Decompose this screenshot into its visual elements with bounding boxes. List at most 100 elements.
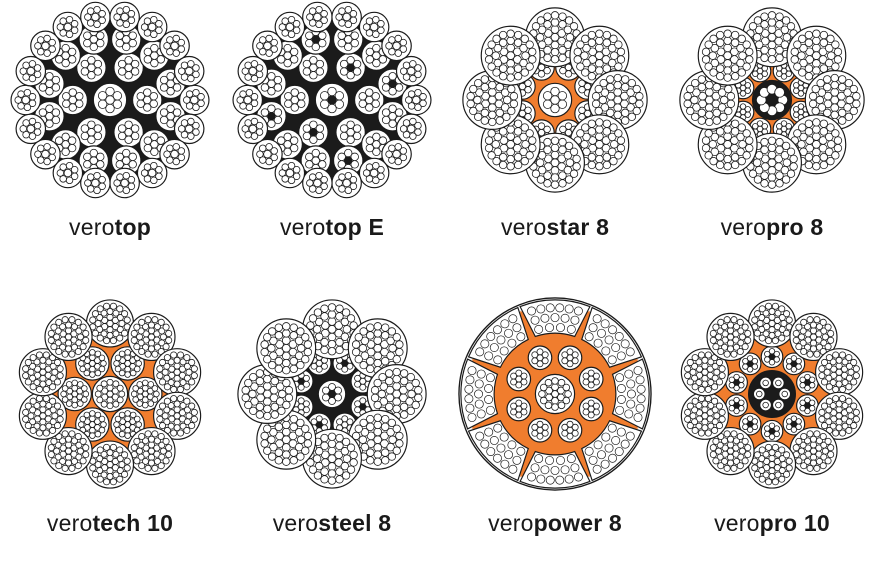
wire — [764, 425, 771, 432]
wire — [120, 178, 129, 188]
wire-dark — [359, 403, 367, 411]
wire — [827, 51, 836, 60]
wire — [536, 420, 544, 428]
wire — [543, 53, 552, 63]
wire — [493, 44, 502, 53]
wire — [65, 30, 74, 39]
wire — [595, 155, 604, 164]
wire — [91, 451, 99, 459]
wire — [484, 395, 494, 404]
wire — [809, 376, 816, 383]
wire — [756, 73, 764, 80]
wire — [510, 408, 517, 416]
wire — [414, 103, 422, 112]
wire — [709, 329, 717, 337]
wire — [21, 95, 30, 105]
wire — [751, 418, 759, 425]
wire — [767, 173, 777, 182]
rope-drawing — [458, 297, 652, 491]
wire — [540, 465, 550, 475]
wire — [627, 79, 636, 88]
wire — [558, 171, 567, 180]
wire — [540, 313, 550, 323]
wire — [312, 325, 322, 334]
wire — [545, 303, 555, 313]
wire — [167, 379, 175, 386]
wire — [379, 382, 388, 391]
wire — [580, 51, 589, 60]
wire — [774, 309, 782, 317]
wire — [707, 402, 715, 409]
wire — [534, 324, 544, 334]
wire — [133, 343, 141, 351]
wire — [359, 360, 368, 370]
wire — [83, 31, 92, 40]
wire — [704, 40, 713, 49]
wire — [158, 441, 166, 449]
rope-cross-section-verosteel-8 — [237, 299, 427, 489]
wire — [303, 431, 313, 441]
wire — [380, 356, 390, 366]
wire — [239, 90, 247, 98]
wire — [68, 430, 76, 438]
wire — [514, 119, 523, 128]
wire — [98, 415, 106, 423]
wire — [250, 74, 259, 83]
wire — [557, 401, 566, 410]
wire — [366, 414, 375, 424]
wire — [287, 30, 296, 39]
wire — [354, 333, 363, 342]
wire — [285, 168, 295, 178]
wire — [100, 421, 107, 428]
wire — [143, 88, 152, 97]
wire — [780, 25, 790, 35]
wire — [730, 350, 738, 358]
wire — [24, 378, 32, 386]
rope-item-verostar-8: verostar 8 — [445, 0, 665, 273]
wire — [488, 80, 497, 90]
wire — [49, 426, 57, 434]
wire — [89, 316, 97, 324]
wire — [143, 143, 152, 153]
strand — [778, 387, 792, 401]
wire — [715, 422, 724, 430]
wire — [82, 336, 90, 344]
wire — [342, 454, 352, 463]
wire — [745, 55, 754, 64]
wire — [414, 88, 422, 97]
wire — [558, 45, 567, 55]
wire — [294, 336, 304, 346]
wire — [162, 437, 170, 445]
wire — [474, 389, 484, 399]
wire — [106, 402, 114, 410]
wire — [282, 400, 291, 410]
wire — [602, 160, 612, 170]
wire — [695, 422, 703, 430]
wire — [260, 108, 270, 117]
wire — [83, 39, 92, 48]
wire — [309, 56, 318, 65]
strand — [237, 55, 269, 87]
wire — [68, 350, 76, 358]
rope-cross-section-veropro-10 — [680, 299, 864, 489]
strand — [110, 24, 142, 55]
wire — [804, 119, 813, 128]
rope-label: verotech 10 — [0, 510, 220, 537]
wire — [774, 450, 782, 458]
wire — [712, 323, 720, 331]
wire — [780, 73, 788, 80]
outer-segment — [581, 420, 643, 482]
wire — [265, 157, 273, 166]
wire — [739, 90, 747, 97]
wire — [349, 450, 358, 460]
wire — [117, 67, 127, 76]
wire — [120, 12, 129, 22]
wire — [172, 34, 180, 43]
wire — [758, 446, 766, 454]
wire — [741, 457, 749, 465]
wire — [337, 152, 346, 161]
wire — [82, 451, 90, 459]
wire — [820, 402, 829, 410]
wire — [96, 305, 104, 313]
wire — [124, 56, 133, 65]
